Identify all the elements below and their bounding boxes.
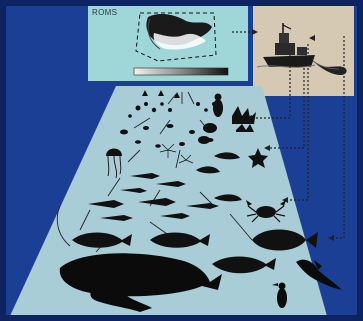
image-border [0, 0, 363, 321]
foodweb-diagram: ROMS [0, 0, 363, 321]
